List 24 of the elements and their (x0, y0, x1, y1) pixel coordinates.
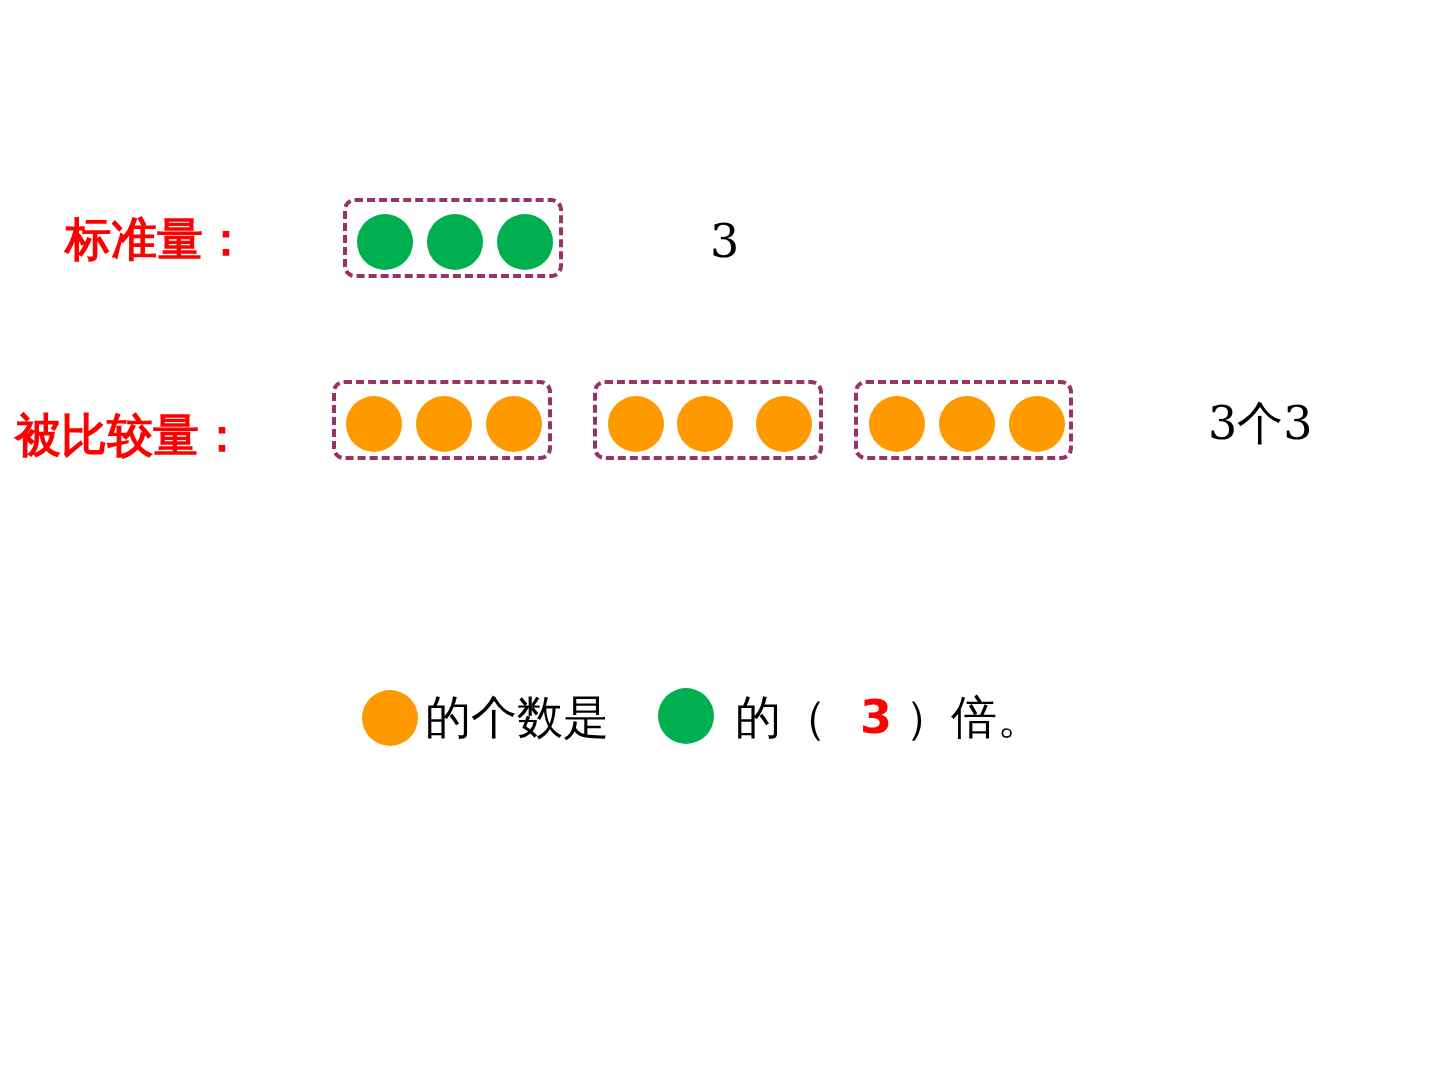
sentence-text: 的个数是 (425, 690, 609, 746)
dashed-group-box (854, 380, 1073, 460)
dashed-group-box (343, 198, 563, 278)
dot (608, 396, 664, 452)
dot (756, 396, 812, 452)
dot (1009, 396, 1065, 452)
dot (346, 396, 402, 452)
dashed-group-box (593, 380, 823, 460)
dot (357, 214, 413, 270)
answer-number: 3 (860, 690, 892, 746)
dot (486, 396, 542, 452)
dot (677, 396, 733, 452)
dot (416, 396, 472, 452)
quantity-label: 3 (710, 214, 740, 270)
row-label: 标准量： (65, 212, 249, 268)
row-label: 被比较量： (15, 408, 245, 464)
dot (869, 396, 925, 452)
dot (497, 214, 553, 270)
quantity-label: 3个3 (1208, 396, 1313, 452)
dot (427, 214, 483, 270)
sentence-text: ）倍。 (905, 690, 1043, 746)
dashed-group-box (332, 380, 552, 460)
sentence-text: 的（ (735, 690, 827, 746)
dot (939, 396, 995, 452)
